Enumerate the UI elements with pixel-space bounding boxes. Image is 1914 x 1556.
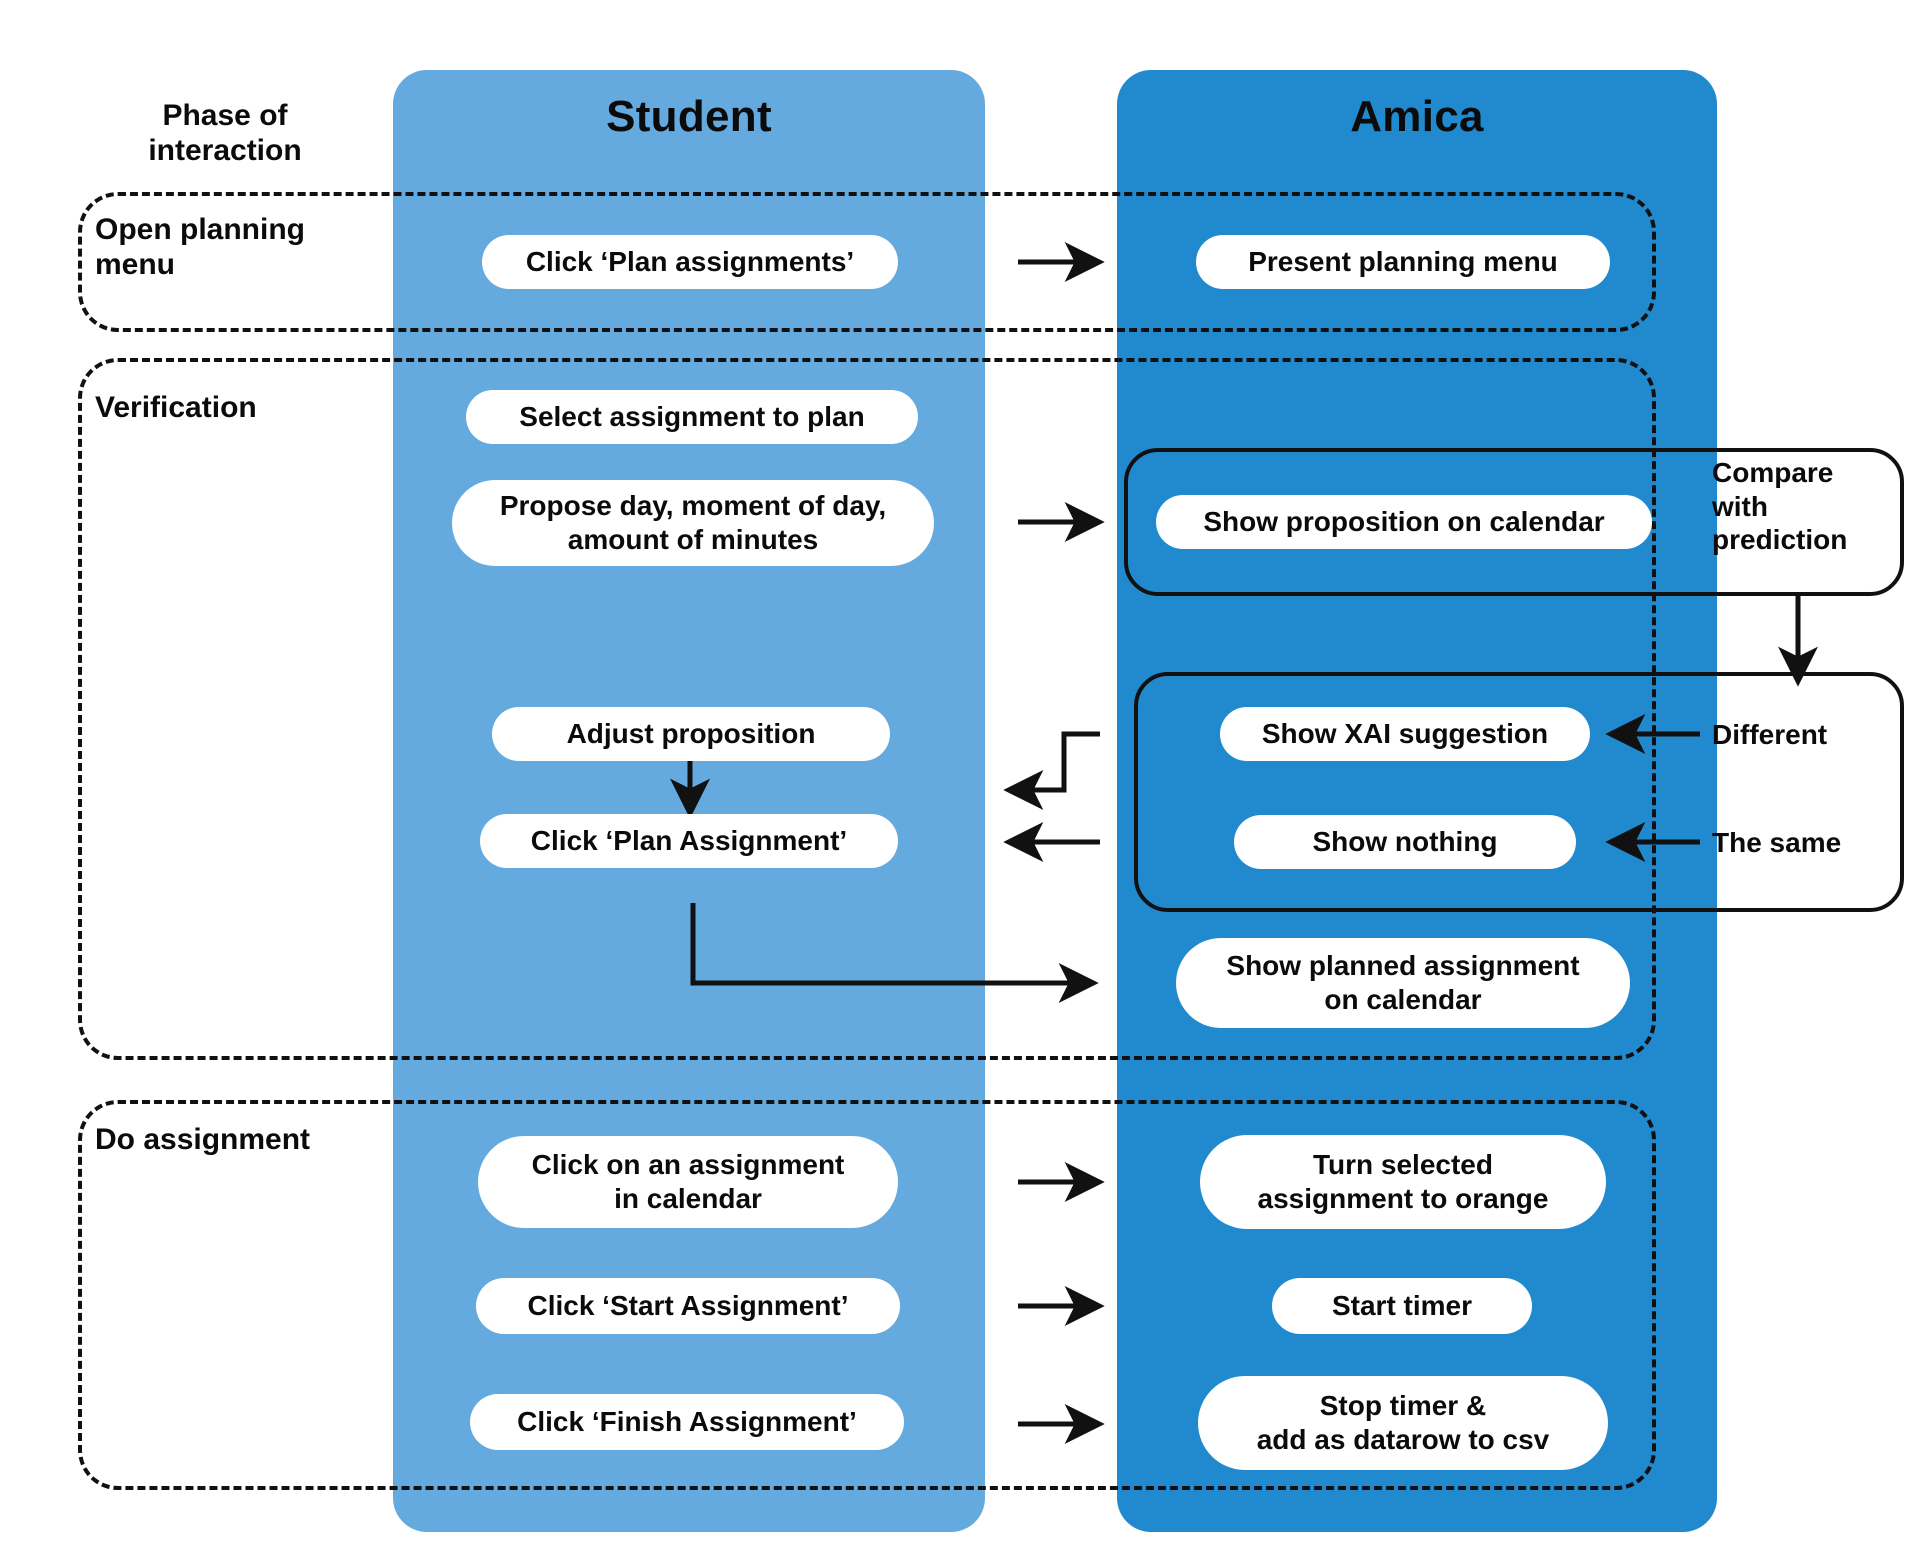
annotation-different: Different (1712, 719, 1828, 750)
node-click-start-assignment[interactable]: Click ‘Start Assignment’ (476, 1278, 900, 1334)
node-turn-selected-assignment-orange[interactable]: Turn selected assignment to orange (1200, 1135, 1606, 1229)
lane-title-amica: Amica (1350, 92, 1484, 141)
node-present-planning-menu[interactable]: Present planning menu (1196, 235, 1610, 289)
annotation-the-same: The same (1712, 827, 1842, 858)
phase-label-verification: Verification (95, 391, 257, 424)
node-propose-day-moment-minutes[interactable]: Propose day, moment of day, amount of mi… (452, 480, 934, 566)
annotation-compare-with-prediction: Compare with prediction (1712, 457, 1848, 556)
phase-label-do-assignment: Do assignment (95, 1123, 311, 1156)
node-select-assignment-to-plan[interactable]: Select assignment to plan (466, 390, 918, 444)
node-show-nothing[interactable]: Show nothing (1234, 815, 1576, 869)
node-adjust-proposition[interactable]: Adjust proposition (492, 707, 890, 761)
node-stop-timer-add-datarow[interactable]: Stop timer & add as datarow to csv (1198, 1376, 1608, 1470)
node-show-planned-assignment-on-calendar[interactable]: Show planned assignment on calendar (1176, 938, 1630, 1028)
node-click-plan-assignments[interactable]: Click ‘Plan assignments’ (482, 235, 898, 289)
node-click-finish-assignment[interactable]: Click ‘Finish Assignment’ (470, 1394, 904, 1450)
node-show-xai-suggestion[interactable]: Show XAI suggestion (1220, 707, 1590, 761)
phase-column-header: Phase of interaction (148, 99, 302, 168)
node-click-plan-assignment[interactable]: Click ‘Plan Assignment’ (480, 814, 898, 868)
lane-title-student: Student (606, 92, 772, 141)
phase-label-open-planning-menu: Open planning menu (95, 213, 305, 282)
node-click-on-assignment-in-calendar[interactable]: Click on an assignment in calendar (478, 1136, 898, 1228)
node-start-timer[interactable]: Start timer (1272, 1278, 1532, 1334)
node-show-proposition-on-calendar[interactable]: Show proposition on calendar (1156, 495, 1652, 549)
